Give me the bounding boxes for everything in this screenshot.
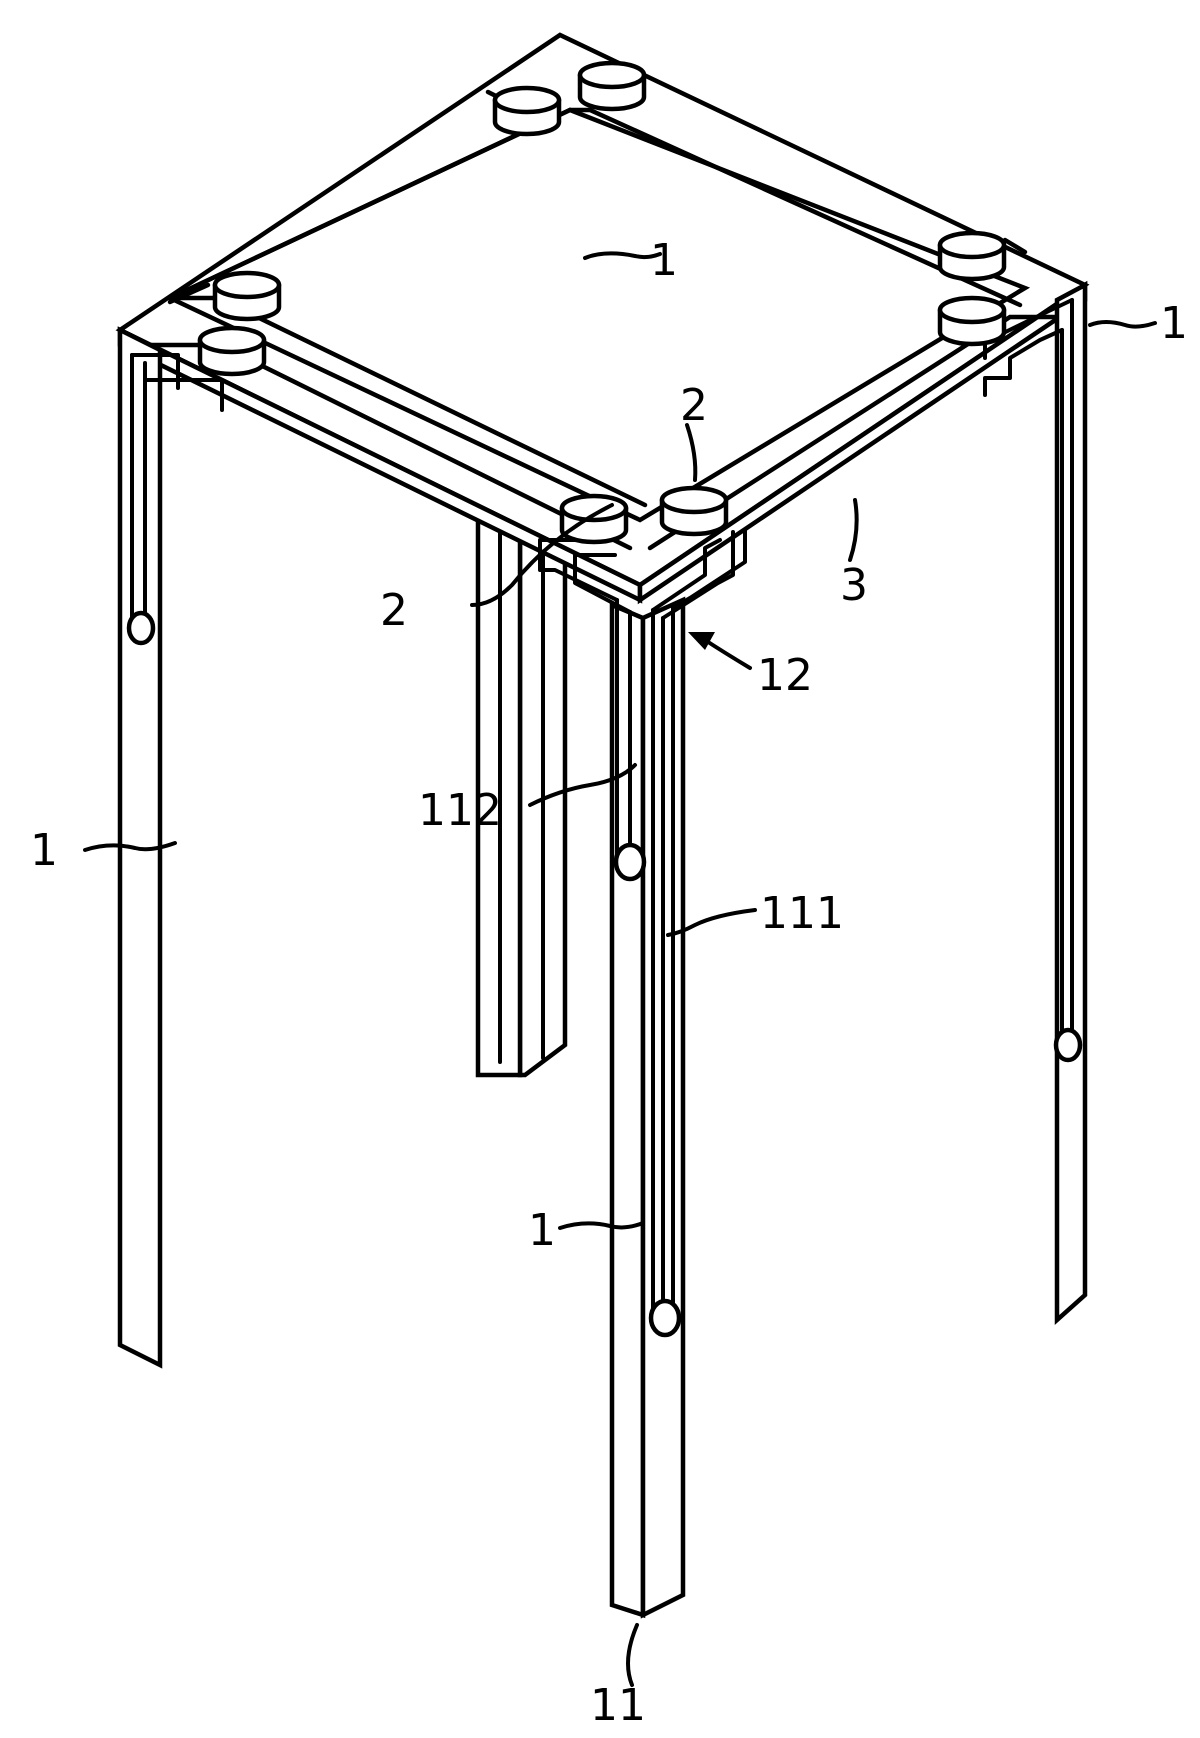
leader-arrow — [703, 638, 752, 670]
leader-stud-upper — [685, 423, 698, 482]
stud-front-left — [559, 493, 629, 545]
label-plate: 3 — [840, 560, 868, 611]
right-leg — [983, 281, 1088, 1326]
leader-back-leg — [583, 251, 662, 260]
stud-right-lower — [937, 295, 1007, 347]
arrow-head — [688, 632, 715, 650]
front-leg — [538, 528, 747, 1619]
label-trace-outer: 111 — [760, 888, 844, 939]
stud-left-upper — [212, 270, 282, 322]
leader-front-leg — [558, 1221, 645, 1230]
label-back-leg: 1 — [650, 235, 678, 286]
label-stud-upper: 2 — [680, 380, 708, 431]
leader-lines — [83, 251, 1157, 1687]
studs — [197, 60, 1007, 545]
leader-stud-lower — [470, 503, 614, 607]
stud-left-lower — [197, 325, 267, 377]
stud-front-right — [659, 485, 729, 537]
leader-plate — [848, 498, 859, 562]
stud-right-upper — [937, 230, 1007, 282]
stud-back-left — [492, 85, 562, 137]
top-frame-plate — [115, 32, 1090, 605]
leader-leg-end — [626, 1623, 639, 1687]
leader-left-leg — [83, 841, 177, 852]
leader-trace-inner — [528, 763, 637, 807]
label-trace-inner: 112 — [418, 785, 502, 836]
label-front-leg: 1 — [528, 1205, 556, 1256]
leader-trace-outer — [666, 908, 757, 937]
labels: 1 1 1 1 2 2 3 12 112 111 11 — [30, 235, 1188, 1731]
leader-right-leg — [1088, 320, 1157, 329]
label-right-leg: 1 — [1160, 298, 1188, 349]
label-left-leg: 1 — [30, 825, 58, 876]
label-leg-end: 11 — [590, 1680, 646, 1731]
label-stud-lower: 2 — [380, 585, 408, 636]
stud-back-right — [577, 60, 647, 112]
label-arrow: 12 — [757, 650, 813, 701]
